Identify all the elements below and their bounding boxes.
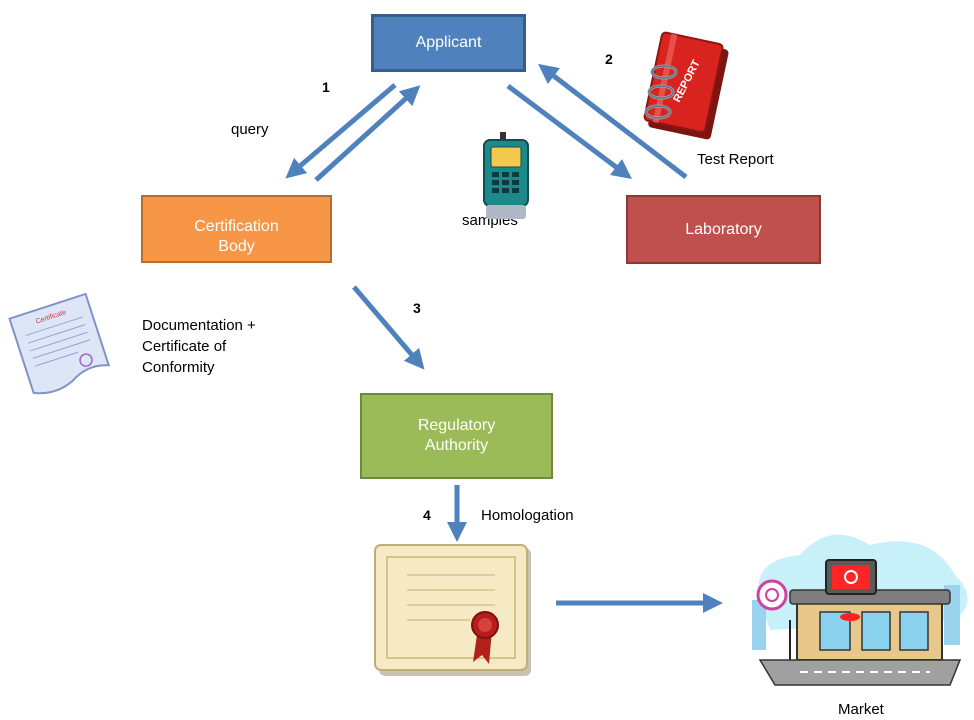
documentation-line-3: Conformity — [142, 359, 215, 376]
step-2-number: 2 — [605, 51, 613, 67]
applicant-label: Applicant — [415, 34, 482, 51]
regulatory-authority-label: Regulatory Authority — [417, 417, 496, 454]
arrow-applicant-to-certification — [285, 83, 397, 179]
query-label: query — [231, 121, 269, 138]
arrow-applicant-to-laboratory — [506, 84, 632, 179]
documentation-label: Documentation + Certificate of Conformit… — [142, 315, 256, 378]
step-4-number: 4 — [423, 507, 431, 523]
homologation-label: Homologation — [481, 507, 574, 524]
documentation-line-2: Certificate of — [142, 338, 227, 355]
arrow-certification-to-applicant — [314, 85, 421, 182]
arrow-laboratory-to-applicant — [538, 63, 688, 179]
market-label: Market — [838, 701, 884, 718]
samples-label: samples — [462, 212, 518, 229]
laboratory-box: Laboratory — [626, 195, 821, 264]
regulatory-authority-box: Regulatory Authority — [360, 393, 553, 479]
test-report-label: Test Report — [697, 151, 774, 168]
laboratory-label: Laboratory — [685, 220, 762, 238]
certification-body-label: Certification Body — [194, 218, 279, 255]
step-3-number: 3 — [413, 300, 421, 316]
arrow-certification-to-regulatory — [352, 285, 425, 370]
documentation-line-1: Documentation + — [142, 317, 256, 334]
certification-body-box: Certification Body — [141, 195, 332, 263]
applicant-box: Applicant — [371, 14, 526, 72]
step-1-number: 1 — [322, 79, 330, 95]
